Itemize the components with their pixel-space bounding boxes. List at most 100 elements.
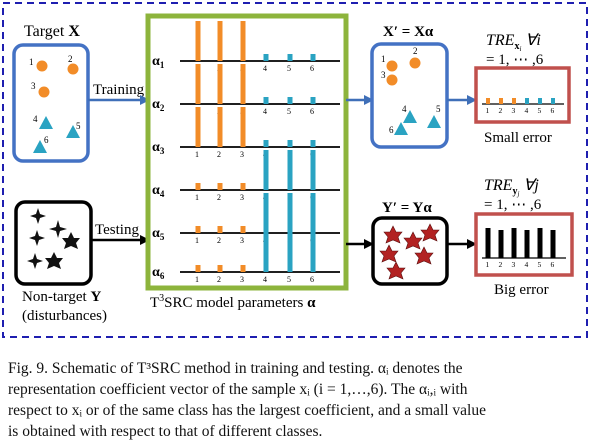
small-error-bar: [486, 98, 490, 104]
alpha-bar: [310, 140, 316, 147]
alpha-bar: [195, 21, 201, 61]
alpha-tick-label: 3: [240, 275, 244, 284]
small-error-tick: 4: [525, 106, 529, 115]
disturbance-6: [45, 252, 63, 269]
alpha-bar: [310, 150, 316, 190]
target-point-1: [36, 60, 48, 72]
alpha-row-label: α1: [152, 54, 165, 70]
small-error-label: Small error: [484, 130, 552, 146]
alpha-row-label: α2: [152, 97, 165, 113]
alpha-tick-label: 1: [195, 150, 199, 159]
alpha-row-label: α4: [152, 183, 165, 199]
figure-caption: Fig. 9. Schematic of T³SRC method in tra…: [8, 358, 586, 442]
alpha-bar: [263, 232, 269, 272]
alpha-bar: [310, 97, 316, 104]
alpha-bar: [217, 107, 223, 147]
outer-dashed-frame: [2, 2, 588, 338]
svg-text:5: 5: [436, 104, 441, 114]
xprime-label: X′ = Xα: [383, 24, 434, 40]
target-title: Target X: [24, 23, 80, 40]
alpha-bar: [310, 193, 316, 233]
alpha-row-label: α6: [152, 265, 165, 281]
big-error-bar: [550, 230, 556, 258]
yprime-label: Y′ = Yα: [382, 200, 432, 216]
alpha-tick-label: 4: [263, 107, 267, 116]
svg-text:2: 2: [68, 54, 73, 64]
small-error-tick: 2: [499, 106, 503, 115]
big-error-bar: [485, 228, 491, 258]
alpha-bar: [217, 183, 223, 190]
small-error-tick: 1: [486, 106, 490, 115]
big-error-box: [474, 212, 574, 277]
nontarget-samples: [27, 208, 80, 269]
small-error-tick: 5: [538, 106, 542, 115]
alpha-tick-label: 2: [217, 275, 221, 284]
alpha-bar: [263, 193, 269, 233]
alpha-coefficient-rows: α1123456α2123456α3123456α4123456α5123456…: [152, 21, 340, 284]
alpha-tick-label: 6: [310, 64, 314, 73]
xprime-samples: 1 2 3 4 5 6: [381, 46, 441, 135]
big-error-tick: 3: [512, 260, 516, 269]
svg-text:4: 4: [33, 114, 38, 124]
alpha-tick-label: 3: [240, 150, 244, 159]
small-error-bar: [538, 98, 542, 104]
svg-text:6: 6: [44, 135, 49, 145]
svg-text:4: 4: [402, 104, 407, 114]
big-error-tick: 6: [551, 260, 555, 269]
svg-text:1: 1: [381, 54, 386, 64]
alpha-bar: [310, 54, 316, 61]
disturbance-1: [30, 208, 46, 224]
nontarget-box: [14, 200, 93, 286]
disturbance-2: [49, 220, 67, 238]
alpha-bar: [263, 97, 269, 104]
small-error-bar: [525, 98, 529, 104]
alpha-bar: [240, 265, 246, 272]
nontarget-title: Non-target Y: [22, 289, 101, 305]
target-point-6: [33, 140, 47, 153]
alpha-row-label: α5: [152, 226, 165, 242]
svg-text:3: 3: [381, 70, 386, 80]
yprime-samples: [379, 223, 440, 280]
small-error-bar: [512, 98, 516, 104]
alpha-row-1: α1123456: [152, 21, 340, 73]
alpha-bar: [195, 226, 201, 233]
alpha-bar: [287, 193, 293, 233]
alpha-tick-label: 1: [195, 193, 199, 202]
alpha-bar: [240, 107, 246, 147]
alpha-bar: [217, 21, 223, 61]
svg-text:1: 1: [29, 57, 34, 67]
alpha-bar: [217, 226, 223, 233]
alpha-bar: [195, 183, 201, 190]
alpha-tick-label: 2: [217, 236, 221, 245]
disturbance-5: [27, 253, 43, 269]
big-error-tick: 4: [525, 260, 529, 269]
caption-line: is obtained with respect to that of diff…: [8, 423, 323, 440]
big-error-bar: [524, 230, 530, 258]
disturbance-3: [29, 230, 45, 246]
training-label: Training: [93, 82, 145, 98]
target-point-5: [66, 125, 80, 138]
svg-text:6: 6: [389, 125, 394, 135]
alpha-bar: [240, 64, 246, 104]
tre-x-range: = 1, ⋯ ,6: [486, 52, 544, 68]
alpha-bar: [287, 150, 293, 190]
alpha-bar: [195, 265, 201, 272]
alpha-tick-label: 3: [240, 236, 244, 245]
big-error-bar: [498, 230, 504, 258]
svg-text:3: 3: [31, 81, 36, 91]
target-point-2: [67, 63, 79, 75]
alpha-tick-label: 1: [195, 236, 199, 245]
svg-text:2: 2: [413, 46, 418, 56]
alpha-bar: [240, 21, 246, 61]
small-error-bar: [551, 98, 555, 104]
alpha-tick-label: 5: [287, 275, 291, 284]
caption-line: representation coefficient vector of the…: [8, 381, 468, 398]
alpha-tick-label: 6: [310, 107, 314, 116]
alpha-bar: [217, 64, 223, 104]
model-parameters-box: [145, 13, 349, 291]
small-error-bar: [499, 98, 503, 104]
small-error-tick: 3: [512, 106, 516, 115]
